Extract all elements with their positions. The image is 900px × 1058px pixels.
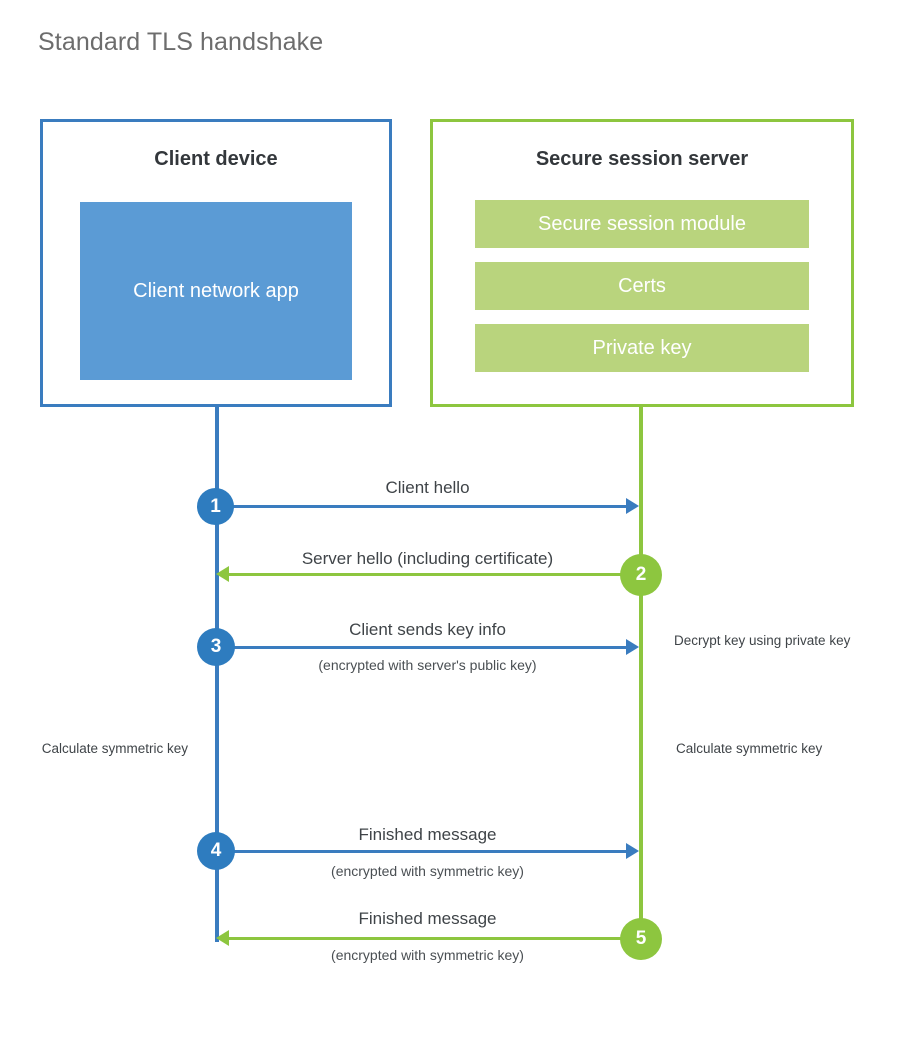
annotation-server-calculate-symmetric-key: Calculate symmetric key: [676, 741, 823, 756]
step-2-arrow-line: [229, 573, 641, 576]
step-4-arrow-line: [216, 850, 626, 853]
step-4-label: Finished message: [358, 825, 497, 844]
step-5-arrow-line: [229, 937, 641, 940]
client-network-app-block: Client network app: [80, 202, 352, 380]
client-lifeline: [215, 404, 219, 942]
step-2-arrowhead-icon: [216, 566, 229, 582]
server-component-private-key: Private key: [475, 324, 809, 372]
step-3-label: Client sends key info: [349, 620, 506, 639]
step-4-arrowhead-icon: [626, 843, 639, 859]
secure-session-server-box: Secure session server Secure session mod…: [430, 119, 854, 407]
step-4-marker[interactable]: 4: [197, 832, 235, 870]
server-lifeline: [639, 404, 643, 941]
server-components-list: Secure session module Certs Private key: [475, 200, 809, 372]
server-component-certs: Certs: [475, 262, 809, 310]
step-3-sublabel: (encrypted with server's public key): [318, 657, 537, 673]
step-3-arrow-line: [216, 646, 626, 649]
annotation-decrypt-key: Decrypt key using private key: [674, 633, 851, 648]
step-1-marker[interactable]: 1: [197, 488, 234, 525]
annotation-client-calculate-symmetric-key: Calculate symmetric key: [41, 741, 188, 756]
client-device-box: Client device Client network app: [40, 119, 392, 407]
step-5-label: Finished message: [358, 909, 497, 928]
page-title: Standard TLS handshake: [38, 28, 324, 56]
step-2-marker[interactable]: 2: [620, 554, 662, 596]
secure-session-server-title: Secure session server: [535, 148, 749, 170]
step-1-label: Client hello: [385, 478, 470, 497]
step-4-sublabel: (encrypted with symmetric key): [331, 863, 524, 879]
step-1-arrow-line: [216, 505, 626, 508]
step-5-sublabel: (encrypted with symmetric key): [331, 947, 524, 963]
step-3-marker[interactable]: 3: [197, 628, 235, 666]
step-3-arrowhead-icon: [626, 639, 639, 655]
step-1-arrowhead-icon: [626, 498, 639, 514]
step-2-label: Server hello (including certificate): [301, 549, 554, 568]
server-component-secure-session-module: Secure session module: [475, 200, 809, 248]
step-5-marker[interactable]: 5: [620, 918, 662, 960]
client-device-title: Client device: [154, 148, 278, 170]
step-5-arrowhead-icon: [216, 930, 229, 946]
